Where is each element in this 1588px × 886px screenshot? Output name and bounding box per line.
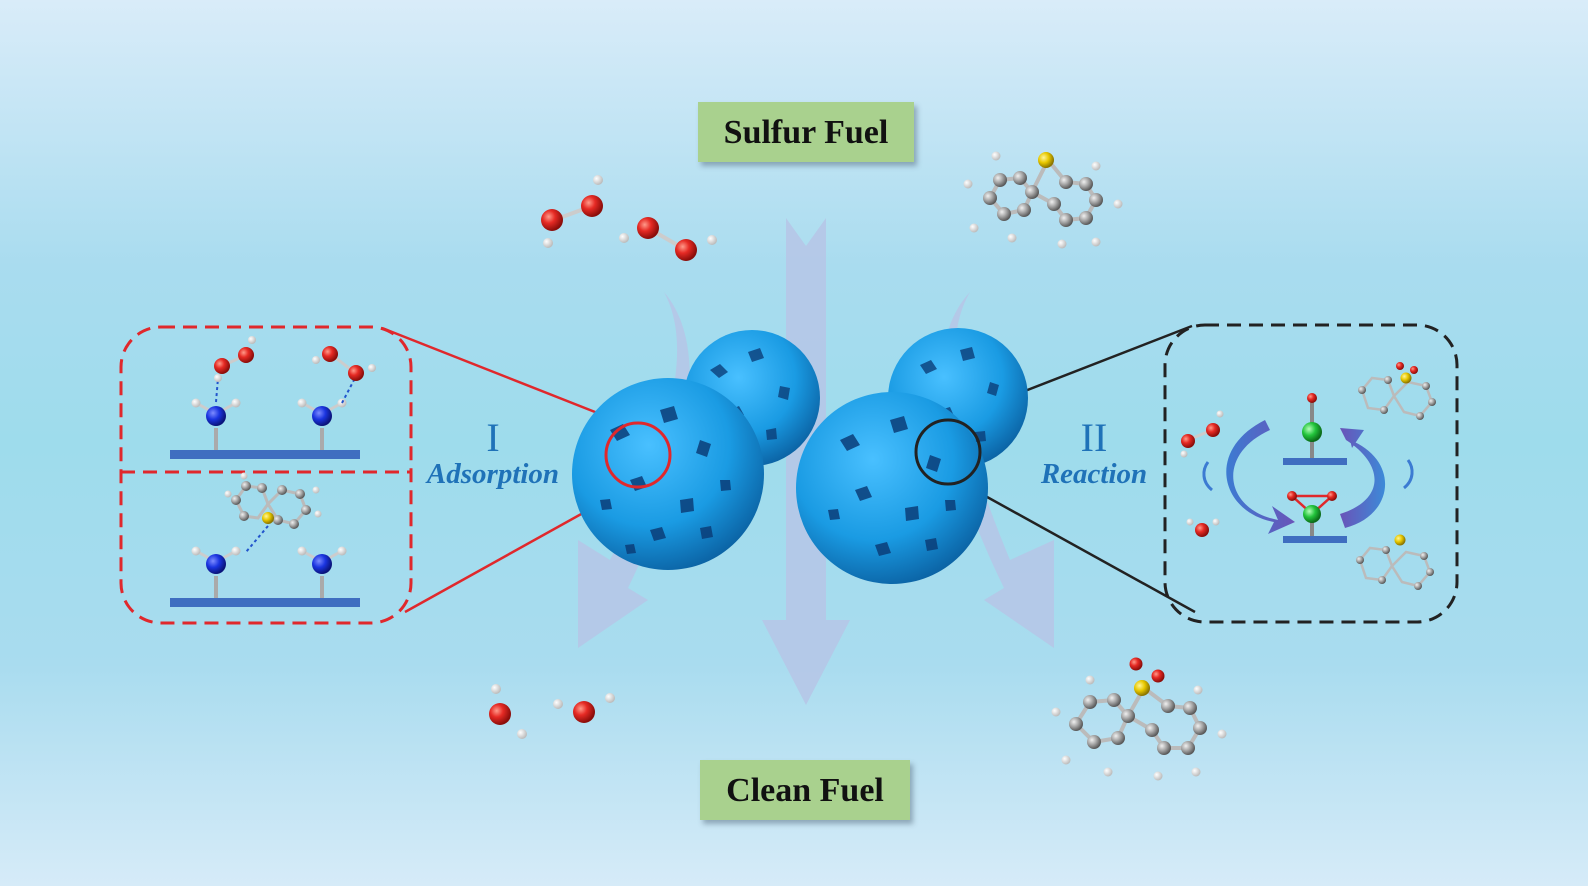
h2o2-molecule <box>214 336 256 382</box>
step-name: Reaction <box>1040 458 1148 490</box>
amine-group <box>191 546 241 598</box>
reaction-callout <box>1163 323 1459 624</box>
h2o2-molecule <box>619 217 717 261</box>
amine-group <box>297 379 355 450</box>
cycle-arrow-left <box>1226 420 1295 534</box>
h2o2-molecule <box>541 175 603 248</box>
metal-peroxo-site <box>1287 491 1337 536</box>
sulfone-molecule <box>1051 657 1227 781</box>
sulfur-fuel-label: Sulfur Fuel <box>698 102 914 162</box>
step-numeral: I <box>486 415 500 460</box>
water-molecule <box>1186 518 1220 537</box>
porous-particle-cluster <box>572 328 1028 584</box>
amine-group <box>297 546 347 598</box>
sulfur-fuel-text: Sulfur Fuel <box>723 114 889 151</box>
reaction-connector-bottom <box>959 480 1196 614</box>
h2o2-molecule <box>312 346 376 381</box>
clean-fuel-text: Clean Fuel <box>726 772 884 809</box>
water-molecule <box>553 693 615 723</box>
porous-particle <box>572 378 764 570</box>
flow-arrow-left <box>578 292 690 648</box>
reaction-focus-circle <box>914 418 982 486</box>
metal-oxo-site <box>1302 393 1322 458</box>
water-molecule <box>489 684 527 739</box>
h2o2-molecule <box>1180 410 1224 458</box>
step-numeral: II <box>1080 415 1108 460</box>
step-reaction: II Reaction <box>1030 418 1158 489</box>
clean-fuel-label: Clean Fuel <box>700 760 910 820</box>
adsorption-connector-top <box>381 326 629 427</box>
adsorption-focus-circle <box>604 421 672 489</box>
step-adsorption: I Adsorption <box>418 418 568 489</box>
cycle-arrow-right <box>1340 428 1386 528</box>
adsorption-callout <box>119 325 413 625</box>
flow-arrow-right <box>941 292 1054 648</box>
amine-group <box>191 377 241 450</box>
sulfone-molecule <box>1358 362 1436 420</box>
dibenzothiophene-molecule <box>1356 534 1434 590</box>
porous-particle <box>796 392 988 584</box>
dibenzothiophene-molecule <box>963 151 1123 249</box>
step-name: Adsorption <box>426 458 560 490</box>
